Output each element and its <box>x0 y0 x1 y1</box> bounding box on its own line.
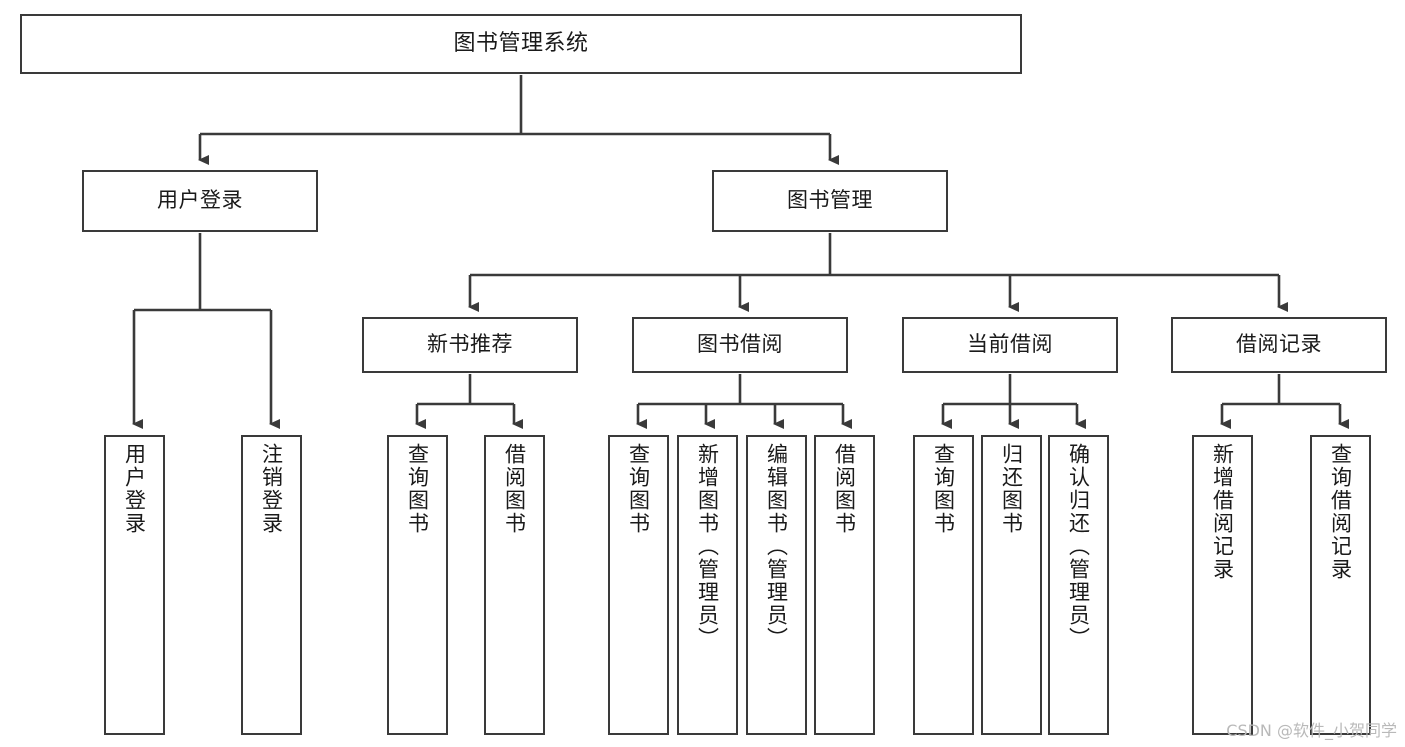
leaf-query-book-1[interactable]: 查询图书 <box>387 435 448 735</box>
node-label: 借阅记录 <box>1236 332 1322 357</box>
leaf-logout[interactable]: 注销登录 <box>241 435 302 735</box>
node-label: 用户登录 <box>157 188 243 213</box>
leaf-query-book-3[interactable]: 查询图书 <box>913 435 974 735</box>
node-label: 查询借阅记录 <box>1328 443 1353 581</box>
node-label: 借阅图书 <box>832 443 857 535</box>
leaf-query-record[interactable]: 查询借阅记录 <box>1310 435 1371 735</box>
node-label: 查询图书 <box>405 443 430 535</box>
node-label: 归还图书 <box>999 443 1024 535</box>
leaf-add-record[interactable]: 新增借阅记录 <box>1192 435 1253 735</box>
leaf-borrow-book-1[interactable]: 借阅图书 <box>484 435 545 735</box>
leaf-user-login[interactable]: 用户登录 <box>104 435 165 735</box>
node-current-borrow[interactable]: 当前借阅 <box>902 317 1118 373</box>
node-new-book-rec[interactable]: 新书推荐 <box>362 317 578 373</box>
node-label: 确认归还（管理员） <box>1066 443 1091 650</box>
node-book-manage[interactable]: 图书管理 <box>712 170 948 232</box>
node-label: 图书管理系统 <box>453 30 589 56</box>
node-label: 当前借阅 <box>967 332 1053 357</box>
leaf-return-book[interactable]: 归还图书 <box>981 435 1042 735</box>
node-root-system[interactable]: 图书管理系统 <box>20 14 1022 74</box>
node-label: 注销登录 <box>259 443 284 535</box>
node-label: 图书借阅 <box>697 332 783 357</box>
node-borrow-record[interactable]: 借阅记录 <box>1171 317 1387 373</box>
leaf-edit-book[interactable]: 编辑图书（管理员） <box>746 435 807 735</box>
node-label: 查询图书 <box>931 443 956 535</box>
node-user-login[interactable]: 用户登录 <box>82 170 318 232</box>
node-label: 新书推荐 <box>427 332 513 357</box>
leaf-query-book-2[interactable]: 查询图书 <box>608 435 669 735</box>
leaf-confirm-return[interactable]: 确认归还（管理员） <box>1048 435 1109 735</box>
node-label: 图书管理 <box>787 188 873 213</box>
node-label: 查询图书 <box>626 443 651 535</box>
node-label: 新增图书（管理员） <box>695 443 720 650</box>
node-label: 新增借阅记录 <box>1210 443 1235 581</box>
node-label: 借阅图书 <box>502 443 527 535</box>
csdn-watermark: CSDN @软件_小贺同学 <box>1226 721 1397 740</box>
leaf-add-book[interactable]: 新增图书（管理员） <box>677 435 738 735</box>
node-label: 编辑图书（管理员） <box>764 443 789 650</box>
leaf-borrow-book-2[interactable]: 借阅图书 <box>814 435 875 735</box>
node-book-borrow[interactable]: 图书借阅 <box>632 317 848 373</box>
node-label: 用户登录 <box>122 443 147 535</box>
